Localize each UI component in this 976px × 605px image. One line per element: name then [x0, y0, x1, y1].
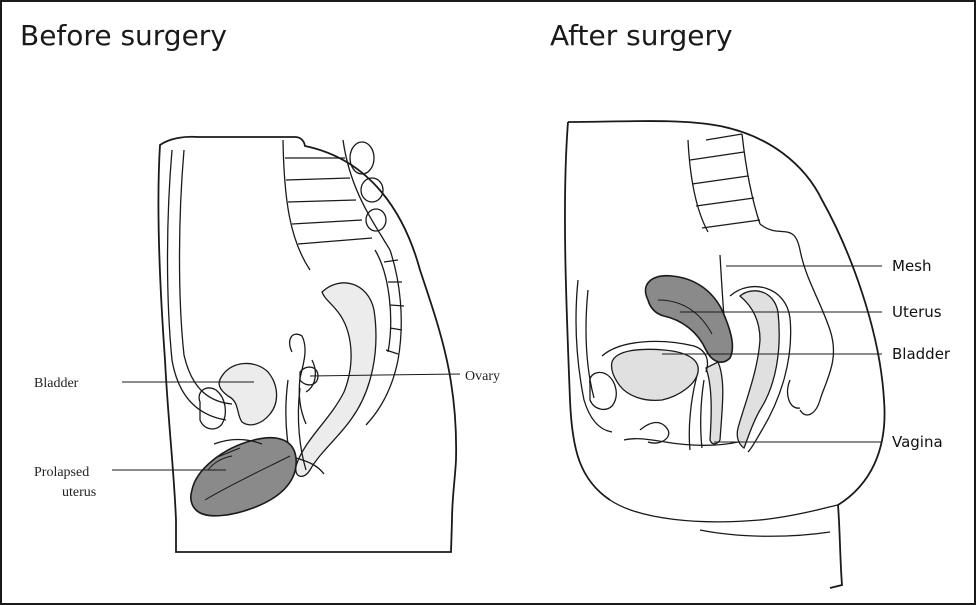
before-surgery-illustration [112, 137, 460, 552]
label-bladder-after: Bladder [892, 345, 951, 363]
before-prolapsed-uterus [191, 438, 296, 516]
after-rectum [737, 291, 779, 448]
label-prolapsed-line1: Prolapsed [34, 465, 89, 480]
label-ovary: Ovary [465, 369, 500, 384]
after-spine [688, 134, 760, 232]
after-vagina [706, 362, 723, 444]
label-prolapsed-line2: uterus [62, 485, 96, 500]
label-bladder-before: Bladder [34, 376, 79, 391]
label-uterus: Uterus [892, 303, 942, 321]
label-vagina: Vagina [892, 433, 943, 451]
after-surgery-illustration [565, 121, 885, 588]
before-bladder [219, 363, 276, 424]
before-ovary-leader [310, 374, 460, 376]
before-rectum [296, 283, 376, 477]
label-mesh: Mesh [892, 257, 932, 275]
after-bladder [611, 349, 698, 400]
